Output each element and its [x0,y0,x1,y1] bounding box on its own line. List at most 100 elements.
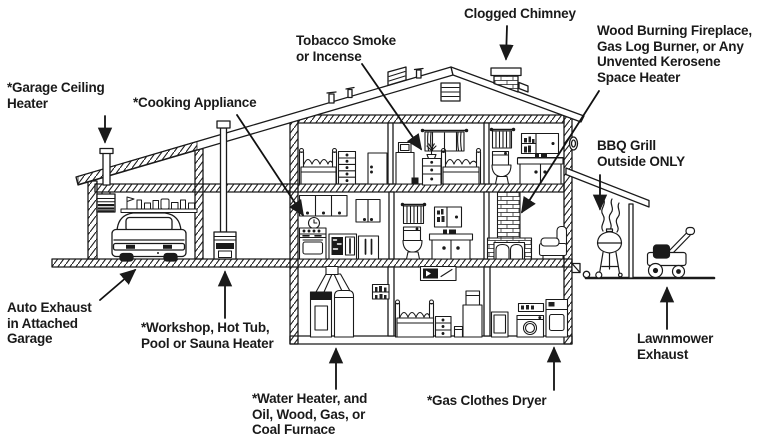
garage-shelf [120,196,198,213]
label-garage-ceiling-heater: *Garage Ceiling Heater [7,80,105,111]
label-cooking-appliance: *Cooking Appliance [133,95,257,110]
label-lawnmower-exhaust: Lawnmower Exhaust [637,331,714,362]
incense-plant-dresser [421,143,442,186]
basement-shelf [371,283,390,300]
stove [298,227,327,260]
annotation-arrows [97,25,675,391]
kitchen-lower-cabinet [357,235,380,260]
wheel-left [119,252,134,262]
laundry-cabinet [490,311,509,338]
gas-clothes-dryer [545,298,569,338]
roof-vent-pipe-1 [326,91,337,104]
porch-post [628,203,634,279]
bedroom-wall-upper-2 [483,122,490,185]
tv-cabinet [395,141,415,185]
kitchen-clock [307,216,321,230]
workshop-flue-cap [216,120,231,129]
tail-light-right [163,244,172,249]
water-heater-tank [333,289,355,338]
armchair [538,225,568,260]
dishwasher [328,233,358,260]
room-wall-main-2 [483,191,490,260]
garage-ceiling-heater [96,191,116,213]
bbq-smoke [615,202,621,233]
window-bathroom-main [400,202,427,225]
tail-light-left [126,244,135,249]
chimney-cap [490,67,522,77]
label-bbq-grill: BBQ Grill Outside ONLY [597,138,685,169]
attic-louver-vent [440,82,461,102]
medicine-cabinet-main [433,206,463,228]
window-bedroom [420,128,469,152]
basement-wall-right-room [483,266,491,337]
arrow-clogged-chimney [499,25,514,61]
arrow-fireplace [521,90,600,214]
workshop-area [213,120,237,260]
roof-small-vent [518,81,529,93]
arrow-auto-exhaust [99,268,137,301]
furnace [309,291,333,338]
wardrobe [367,152,388,185]
garage-heater-flue [99,147,114,186]
toilet-upper [491,150,512,185]
workshop-heater [213,231,237,260]
second-floor [298,127,564,186]
wall-vent-oval [568,136,579,151]
lawnmower [646,226,696,279]
label-workshop-heater: *Workshop, Hot Tub, Pool or Sauna Heater [141,320,274,351]
arrow-cooking-appliance [236,114,304,217]
structure [51,112,716,345]
garage-workshop-wall [194,148,204,260]
bed-bedroom-left [298,147,338,185]
label-auto-exhaust: Auto Exhaust in Attached Garage [7,300,92,346]
ceiling-mounted-cabinet [419,265,457,282]
first-floor [298,191,568,260]
fireplace-chimney-column [496,191,521,239]
chest-of-drawers [337,150,357,185]
window-bathroom-upper [489,127,516,149]
room-wall-main-1 [388,191,395,260]
furnace-ducts [315,265,351,293]
medicine-cabinet-upper [520,132,560,155]
label-tobacco-smoke: Tobacco Smoke or Incense [296,33,396,64]
bedroom-wall-upper-1 [387,122,394,185]
garage [96,147,198,262]
vanity-upper [516,153,564,185]
ball [582,270,591,279]
lawnmower-handle-grip [685,226,696,236]
toilet-main [402,226,423,260]
nightstand-basement [434,315,452,338]
vanity-main [428,229,474,260]
bed-basement [394,299,435,338]
basement-wall-left-room [387,266,395,337]
arrow-tobacco-smoke [361,63,423,151]
porch-roof [565,167,650,208]
fireplace [486,237,533,260]
outside [565,136,696,279]
laundry-shelf [517,302,545,313]
tall-cabinet-basement [462,290,483,338]
bbq-smoke [608,198,614,231]
kitchen-wall-cabinets [298,194,381,223]
dryer-vent-outlet [571,262,581,274]
roof-right-slope [450,66,585,123]
label-gas-clothes-dryer: *Gas Clothes Dryer [427,393,547,408]
basement [309,265,569,338]
lawnmower-engine [652,244,671,259]
garage-left-wall [87,180,98,260]
bbq-smoke [601,199,605,232]
roof-vent-pipe-2 [345,86,355,99]
incense-plant [426,143,437,156]
roof-vent-pipe-3 [413,67,424,79]
bed-bedroom-middle [440,147,482,185]
label-wood-burning-fireplace: Wood Burning Fireplace, Gas Log Burner, … [597,23,752,85]
roof-garage-hatch [77,141,198,185]
first-floor-ceiling-band [94,183,565,193]
car [111,212,187,262]
workshop-flue-pipe [219,127,228,233]
label-clogged-chimney: Clogged Chimney [464,6,576,21]
roof-louver-box [387,66,407,87]
house-left-wall [289,116,299,345]
